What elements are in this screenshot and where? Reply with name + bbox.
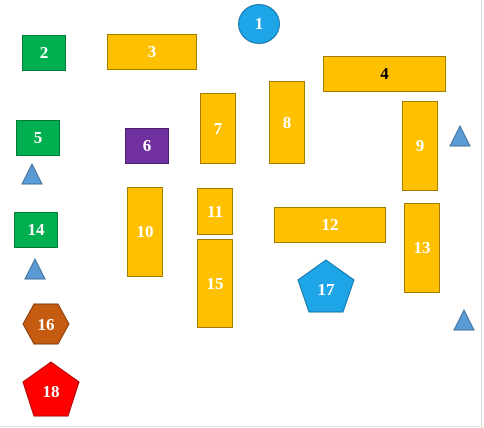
shape-11-rectangle[interactable]: 11: [197, 188, 233, 235]
shape-14-rectangle[interactable]: 14: [14, 212, 58, 248]
shape-16-hexagon[interactable]: 16: [22, 303, 70, 345]
frame-right-edge: [481, 0, 482, 428]
shape-13-rectangle[interactable]: 13: [404, 203, 440, 293]
shape-12-rectangle[interactable]: 12: [274, 207, 386, 243]
shape-14-label: 14: [27, 220, 45, 239]
shape-7-label: 7: [213, 118, 223, 138]
shape-18-pentagon[interactable]: 18: [22, 361, 80, 417]
shape-18-label: 18: [43, 382, 60, 401]
shape-5-rectangle[interactable]: 5: [16, 120, 60, 156]
shape-2-rectangle[interactable]: 2: [22, 35, 66, 71]
shape-12-label: 12: [321, 215, 339, 234]
shape-17-label: 17: [318, 280, 336, 299]
shape-5-label: 5: [33, 128, 43, 147]
triangle-1-icon[interactable]: [21, 163, 43, 185]
shape-9-rectangle[interactable]: 9: [402, 101, 438, 191]
shape-2-label: 2: [39, 43, 49, 62]
shape-15-label: 15: [206, 273, 224, 293]
shape-6-label: 6: [142, 136, 152, 155]
shape-8-label: 8: [282, 112, 292, 132]
shape-11-label: 11: [206, 201, 224, 221]
shape-3-rectangle[interactable]: 3: [107, 34, 197, 70]
shape-10-rectangle[interactable]: 10: [127, 187, 163, 277]
shape-6-rectangle[interactable]: 6: [125, 128, 169, 164]
triangle-2-icon[interactable]: [24, 258, 46, 280]
shape-1-label: 1: [254, 14, 264, 33]
shape-4-rectangle[interactable]: 4: [323, 56, 446, 92]
shape-1-circle[interactable]: 1: [238, 4, 280, 44]
triangle-3-icon[interactable]: [449, 125, 471, 147]
shape-9-label: 9: [415, 136, 425, 155]
shape-16-label: 16: [38, 315, 55, 334]
frame-bottom-edge: [0, 426, 484, 427]
triangle-4-icon[interactable]: [453, 309, 475, 331]
shape-15-rectangle[interactable]: 15: [197, 239, 233, 328]
shape-17-pentagon[interactable]: 17: [297, 259, 355, 313]
shape-3-label: 3: [147, 42, 157, 61]
shape-10-label: 10: [136, 222, 154, 241]
shape-4-label: 4: [380, 64, 389, 83]
shape-13-label: 13: [413, 238, 431, 257]
shape-8-rectangle[interactable]: 8: [269, 81, 305, 164]
shape-7-rectangle[interactable]: 7: [200, 93, 236, 164]
